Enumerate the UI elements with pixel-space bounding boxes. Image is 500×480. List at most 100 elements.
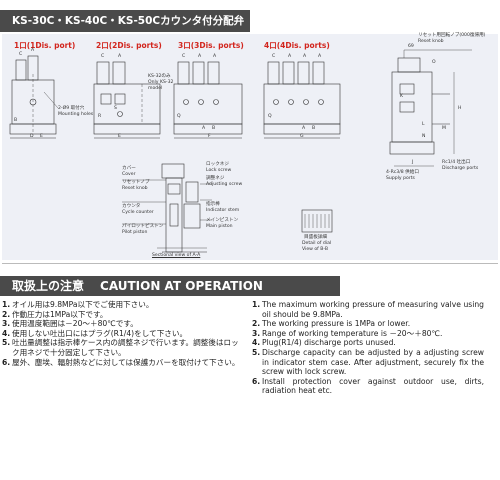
item-num: 1.	[252, 300, 261, 309]
callout-reset-knob-ja: リセット用回転ノブ(000復帰用)	[418, 33, 486, 38]
item-num: 5.	[2, 338, 11, 348]
callout-stem-en: Indicator stem	[206, 208, 240, 213]
dim-letter: A	[302, 126, 306, 131]
dim-letter: S	[114, 106, 117, 111]
dim-letter: F	[208, 134, 211, 139]
caution-list-ja: 1.オイル用は9.8MPa以下でご使用下さい。 2.作動圧力は1MPa以下です。…	[2, 300, 244, 367]
dim-letter: J	[412, 160, 414, 165]
item-num: 3.	[2, 319, 11, 329]
section-divider	[2, 263, 498, 264]
item-num: 2.	[252, 319, 261, 329]
item-text: 使用温度範囲は－20～＋80℃です。	[12, 319, 138, 329]
item-text: The maximum working pressure of measurin…	[262, 300, 484, 319]
item-num: 6.	[252, 376, 261, 386]
item-text: Plug(R1/4) discharge ports unused.	[262, 338, 396, 348]
caution-title-en: CAUTION AT OPERATION	[100, 279, 263, 293]
dim-letter: A	[318, 54, 322, 59]
caption-dial-en2: View of B-B	[302, 247, 329, 252]
view-3-ports	[173, 61, 243, 139]
list-item: 3.Range of working temperature is －20～＋8…	[252, 329, 484, 339]
dim-letter: O	[432, 60, 436, 65]
caution-list-en: 1.The maximum working pressure of measur…	[252, 300, 484, 396]
list-item: 3.使用温度範囲は－20～＋80℃です。	[2, 319, 244, 329]
item-text: 使用しない吐出口にはプラグ(R1/4)をして下さい。	[12, 328, 188, 338]
callout-mounting-en: Mounting holes	[58, 112, 94, 117]
list-item: 4.Plug(R1/4) discharge ports unused.	[252, 338, 484, 348]
item-text: Range of working temperature is －20～＋80℃…	[262, 328, 443, 338]
list-item: 5.Discharge capacity can be adjusted by …	[252, 348, 484, 377]
view-4-ports	[263, 61, 341, 139]
callout-stem-ja: 指示棒	[206, 202, 220, 207]
port-title-2: 2口(2Dis. ports)	[96, 41, 162, 50]
list-item: 6.Install protection cover against outdo…	[252, 377, 484, 396]
dim-letter: K	[400, 94, 404, 99]
item-num: 3.	[252, 328, 261, 338]
drawing-svg	[9, 49, 472, 253]
dim-letter: A	[288, 54, 292, 59]
callout-main-en: Main piston	[206, 224, 233, 229]
callout-ks32-model: model	[148, 86, 163, 91]
dial-detail	[301, 209, 333, 233]
caption-dial-ja: 目盛板詳細	[304, 235, 327, 240]
list-item: 1.オイル用は9.8MPa以下でご使用下さい。	[2, 300, 244, 310]
callout-pilot-en: Pilot piston	[122, 230, 148, 235]
dim-letter: C	[182, 54, 186, 59]
callout-cover-en: Cover	[122, 172, 136, 177]
dim-letter: L	[422, 122, 425, 127]
dim-letter: Q	[177, 114, 181, 119]
item-text: The working pressure is 1MPa or lower.	[262, 319, 411, 329]
callout-adjust-ja: 調整ネジ	[206, 176, 225, 181]
dim-letter: A	[303, 54, 307, 59]
dim-letter: A	[198, 54, 202, 59]
callout-counter-ja: カウンタ	[122, 204, 141, 209]
port-title-3: 3口(3Dis. ports)	[178, 41, 244, 50]
item-text: Discharge capacity can be adjusted by a …	[262, 347, 484, 377]
dim-letter: R	[98, 114, 102, 119]
item-num: 1.	[2, 300, 11, 309]
view-1-port	[9, 55, 59, 139]
item-num: 4.	[252, 338, 261, 348]
dim-letter: Q	[268, 114, 272, 119]
technical-drawing: 1口(1Dis. port) 2口(2Dis. ports) 3口(3Dis. …	[2, 33, 498, 260]
callout-mounting-ja: 2-Ø9 取付穴	[58, 106, 85, 111]
list-item: 4.使用しない吐出口にはプラグ(R1/4)をして下さい。	[2, 329, 244, 339]
dim-letter: M	[442, 126, 446, 131]
dim-letter: C	[272, 54, 276, 59]
caution-title-ja: 取扱上の注意	[12, 279, 85, 293]
port-title-1: 1口(1Dis. port)	[14, 41, 76, 50]
dim-letter: B	[212, 126, 216, 131]
item-text: 吐出量調整は指示棒ケース内の調整ネジで行います。調整後はロック用ネジで十分固定し…	[12, 338, 239, 357]
dim-69: 69	[408, 44, 414, 49]
callout-discharge-en: Discharge ports	[442, 166, 479, 171]
callout-cover-ja: カバー	[122, 166, 136, 171]
item-text: 作動圧力は1MPa以下です。	[12, 309, 108, 319]
dim-letter: B	[312, 126, 316, 131]
dim-letter: C	[19, 52, 23, 57]
callout-ks32-en: Only KS-32	[148, 80, 174, 85]
callout-reset-knob-en: Reset knob	[418, 39, 444, 44]
callout-supply-en: Supply ports	[386, 176, 415, 181]
item-num: 5.	[252, 347, 261, 357]
list-item: 2.作動圧力は1MPa以下です。	[2, 310, 244, 320]
item-text: Install protection cover against outdoor…	[262, 376, 484, 396]
callout-adjust-en: Adjusting screw	[206, 182, 243, 187]
list-item: 2.The working pressure is 1MPa or lower.	[252, 319, 484, 329]
callout-lockscrew-ja: ロックネジ	[206, 162, 229, 167]
caption-sectional: Sectional view of A-A	[152, 253, 201, 258]
callout-ks32-ja: KS-32のみ	[148, 74, 171, 79]
dim-letter: A	[213, 54, 217, 59]
dim-letter: A	[118, 54, 122, 59]
dim-letter: N	[422, 134, 426, 139]
callout-main-ja: メインピストン	[206, 218, 239, 223]
sectional-view	[122, 163, 212, 253]
dim-letter: G	[300, 134, 304, 139]
callout-pilot-ja: パイロットピストン	[122, 224, 164, 229]
dim-letter: B	[14, 118, 18, 123]
caution-heading: 取扱上の注意 CAUTION AT OPERATION	[0, 276, 340, 296]
callout-resetknob-ja: リセットノブ	[122, 180, 150, 185]
view-2-ports	[93, 61, 161, 139]
item-text: 屋外、塵埃、輻射熱などに対しては保護カバーを取付けて下さい。	[12, 357, 240, 367]
list-item: 5.吐出量調整は指示棒ケース内の調整ネジで行います。調整後はロック用ネジで十分固…	[2, 338, 244, 357]
callout-supply-ja: 4-Rc3/8 供給口	[386, 170, 419, 175]
callout-counter-en: Cycle counter	[122, 210, 154, 215]
